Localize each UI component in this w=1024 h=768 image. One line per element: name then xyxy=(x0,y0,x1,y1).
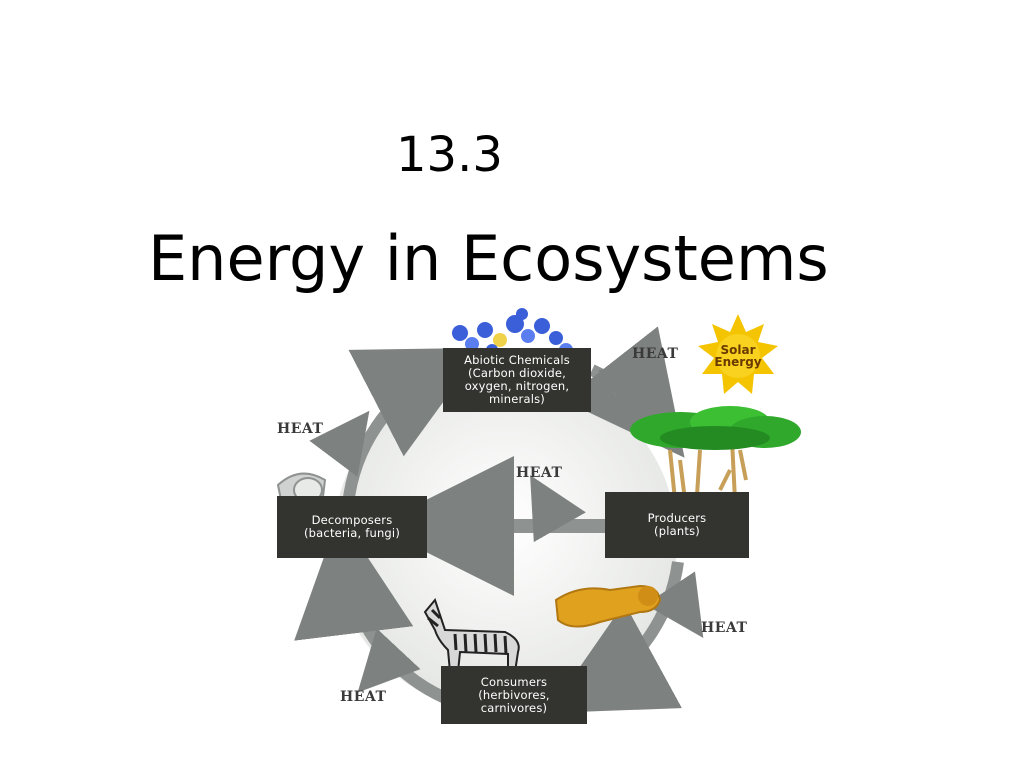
solar-energy-line-2: Energy xyxy=(714,355,762,369)
producers-box: Producers (plants) xyxy=(605,492,749,558)
abiotic-line-2: (Carbon dioxide, xyxy=(468,366,566,380)
consumers-box: Consumers (herbivores, carnivores) xyxy=(441,666,587,724)
sun-icon xyxy=(698,314,778,394)
solar-energy-label: Solar Energy xyxy=(712,344,764,368)
heat-arrow-right xyxy=(645,571,704,638)
decomposers-line-2: (bacteria, fungi) xyxy=(303,526,401,540)
heat-arrow-center xyxy=(530,475,586,543)
energy-cycle-diagram: Abiotic Chemicals (Carbon dioxide, oxyge… xyxy=(260,300,820,740)
cycle-arrow-top-left xyxy=(342,347,483,506)
abiotic-line-4: minerals) xyxy=(488,392,545,406)
heat-label-bottom: HEAT xyxy=(340,689,387,705)
consumers-line-2: (herbivores, xyxy=(478,687,550,702)
consumers-line-3: carnivores) xyxy=(480,700,548,715)
heat-arrow-bottom xyxy=(357,628,421,693)
decomposers-box: Decomposers (bacteria, fungi) xyxy=(277,496,427,558)
heat-label-left: HEAT xyxy=(277,421,324,437)
lion-icon xyxy=(554,584,662,628)
abiotic-line-1: Abiotic Chemicals xyxy=(464,353,570,367)
slide-number: 13.3 xyxy=(396,127,503,183)
heat-label-top: HEAT xyxy=(632,346,679,362)
heat-arrow-left xyxy=(309,410,370,477)
heat-label-center: HEAT xyxy=(516,465,563,481)
abiotic-chemicals-box: Abiotic Chemicals (Carbon dioxide, oxyge… xyxy=(443,348,591,412)
heat-arrow-top xyxy=(598,361,665,420)
producers-line-2: (plants) xyxy=(654,524,700,538)
cycle-graphics xyxy=(276,308,801,714)
heat-label-right: HEAT xyxy=(701,620,748,636)
zebra-icon xyxy=(423,597,520,673)
producers-line-1: Producers xyxy=(647,511,707,525)
solar-energy-line-1: Solar xyxy=(720,343,756,357)
slide-title: Energy in Ecosystems xyxy=(148,222,829,295)
decomposers-line-1: Decomposers xyxy=(311,513,393,527)
trees-icon xyxy=(630,406,801,531)
consumers-line-1: Consumers xyxy=(480,674,548,689)
abiotic-line-3: oxygen, nitrogen, xyxy=(464,379,570,393)
